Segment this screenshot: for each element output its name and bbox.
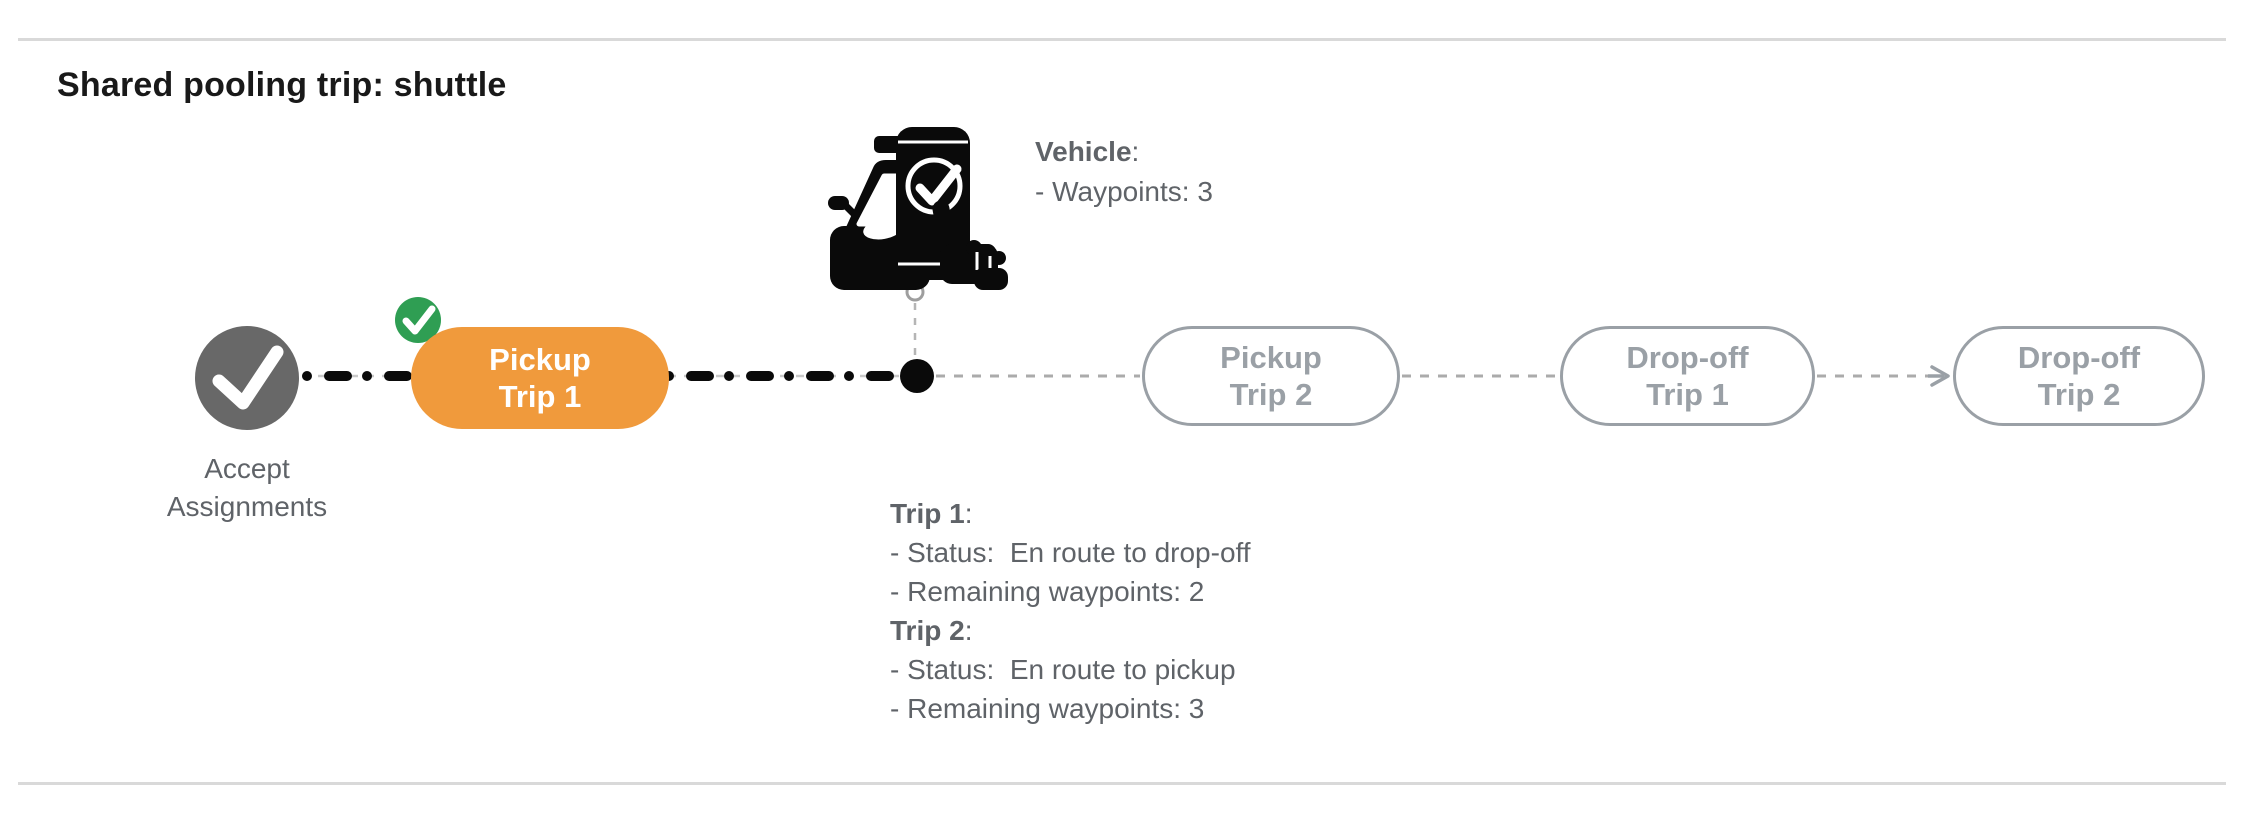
stop-label-line2: Trip 2: [2037, 377, 2121, 412]
accept-assignments-label: Accept Assignments: [166, 453, 328, 522]
vehicle-info-panel: Vehicle: - Waypoints: 3: [1035, 132, 1213, 212]
stop-label-line1: Drop-off: [2017, 340, 2141, 375]
trips-info-panel: Trip 1: - Status: En route to drop-off -…: [890, 494, 1251, 728]
trip1-title: Trip 1:: [890, 498, 973, 529]
check-mark: [402, 305, 436, 335]
trip2-waypoints: - Remaining waypoints: 3: [890, 693, 1205, 724]
stop-label-line1: Drop-off: [1626, 340, 1749, 375]
vehicle-info-title: Vehicle:: [1035, 136, 1140, 167]
stop-label-line2: Trip 2: [1229, 377, 1313, 412]
trip2-status: - Status: En route to pickup: [890, 654, 1236, 685]
vehicle-info-line: - Waypoints: 3: [1035, 176, 1213, 207]
stop-dropoff-trip-1: Drop-off Trip 1: [1560, 326, 1815, 426]
trip2-title: Trip 2:: [890, 615, 973, 646]
stop-pickup-trip-1: Pickup Trip 1: [411, 327, 669, 429]
bottom-divider: [18, 782, 2226, 785]
stop-label-line1: Pickup: [1220, 340, 1322, 375]
stop-label-line2: Trip 1: [498, 379, 582, 414]
trip1-waypoints: - Remaining waypoints: 2: [890, 576, 1205, 607]
page-title: Shared pooling trip: shuttle: [57, 66, 507, 104]
current-position-dot: [900, 359, 934, 393]
trip1-status: - Status: En route to drop-off: [890, 537, 1251, 568]
stop-label-line2: Trip 1: [1646, 377, 1729, 412]
check-mark: [212, 345, 284, 410]
stop-label-line1: Pickup: [489, 342, 591, 377]
arrow-head-icon: [1930, 365, 1950, 387]
vehicle-phone-check-icon: [828, 112, 1010, 294]
top-divider: [18, 38, 2226, 41]
check-circle-icon: [195, 326, 299, 430]
stop-dropoff-trip-2: Drop-off Trip 2: [1953, 326, 2205, 426]
stop-pickup-trip-2: Pickup Trip 2: [1142, 326, 1400, 426]
